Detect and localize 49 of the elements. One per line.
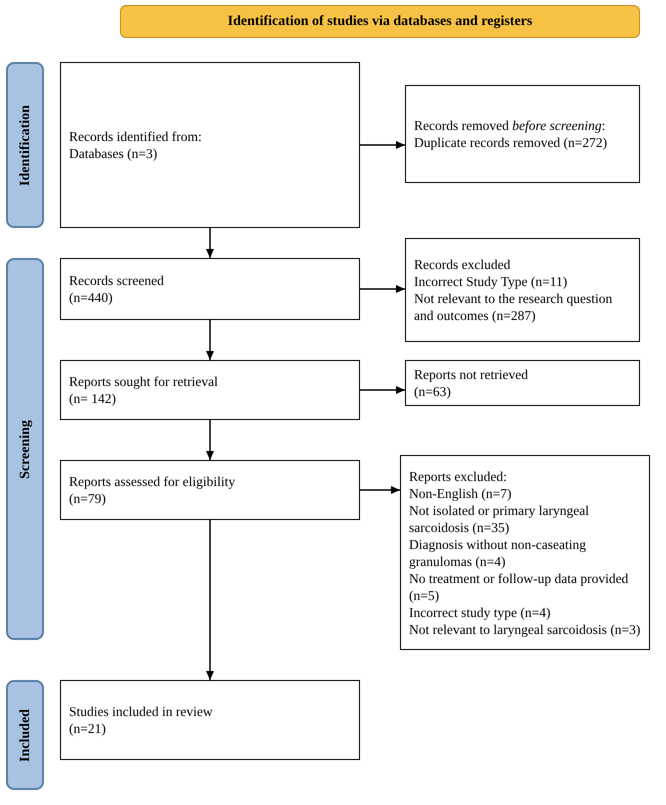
- header-banner: [120, 5, 640, 38]
- process-box: [60, 460, 360, 520]
- stage-band: [6, 258, 44, 640]
- box-text: (n=63): [414, 383, 452, 400]
- box-text: Records screened: [69, 272, 165, 289]
- box-text: (n=79): [69, 490, 107, 507]
- box-text: Not relevant to the research question and outcomes (n=287): [414, 290, 614, 324]
- process-box: [405, 238, 640, 342]
- process-box: [60, 62, 360, 228]
- process-box: [405, 360, 640, 406]
- arrow: [360, 486, 400, 494]
- box-text: Records excluded: [414, 256, 512, 273]
- arrow: [360, 285, 405, 293]
- process-box: [60, 258, 360, 320]
- arrow: [206, 320, 214, 360]
- box-text: Incorrect Study Type (n=11): [414, 273, 568, 290]
- stage-band: [6, 62, 44, 228]
- arrow: [206, 420, 214, 460]
- box-text: Records removed before screening:: [414, 117, 606, 134]
- box-text: (n=440): [69, 289, 114, 306]
- box-text: Not isolated or primary laryngeal sarcoidosis (n=35): [409, 502, 590, 536]
- box-text: Studies included in review: [69, 703, 214, 720]
- arrow: [206, 520, 214, 680]
- stage-label: Screening: [16, 420, 34, 478]
- stage-label: Included: [16, 708, 34, 762]
- arrow: [360, 386, 405, 394]
- banner-title: Identification of studies via databases and registers: [228, 13, 532, 31]
- box-text: Reports assessed for eligibility: [69, 473, 236, 490]
- box-text: Duplicate records removed (n=272): [414, 134, 608, 151]
- process-box: [60, 360, 360, 420]
- box-text: Incorrect study type (n=4): [409, 604, 552, 620]
- box-text: Non-English (n=7): [409, 484, 512, 502]
- box-text: (n= 142): [69, 390, 117, 407]
- box-text: Records identified from:: [69, 128, 203, 145]
- box-text: (n=21): [69, 720, 107, 737]
- process-box: [60, 680, 360, 760]
- box-text: Reports not retrieved: [414, 366, 529, 383]
- box-text: Reports excluded:: [409, 468, 508, 484]
- stage-band: [6, 680, 44, 790]
- arrow: [206, 228, 214, 258]
- arrow: [360, 141, 405, 149]
- box-text: Not relevant to laryngeal sarcoidosis (n=3): [409, 620, 641, 638]
- box-text: Reports sought for retrieval: [69, 373, 219, 390]
- box-text: Diagnosis without non-caseating granulomas (n=4): [409, 536, 587, 570]
- process-box: [400, 455, 650, 650]
- box-text: No treatment or follow-up data provided (n=5): [409, 570, 630, 604]
- process-box: [405, 85, 640, 183]
- box-text: Databases (n=3): [69, 145, 158, 162]
- stage-label: Identification: [16, 104, 34, 186]
